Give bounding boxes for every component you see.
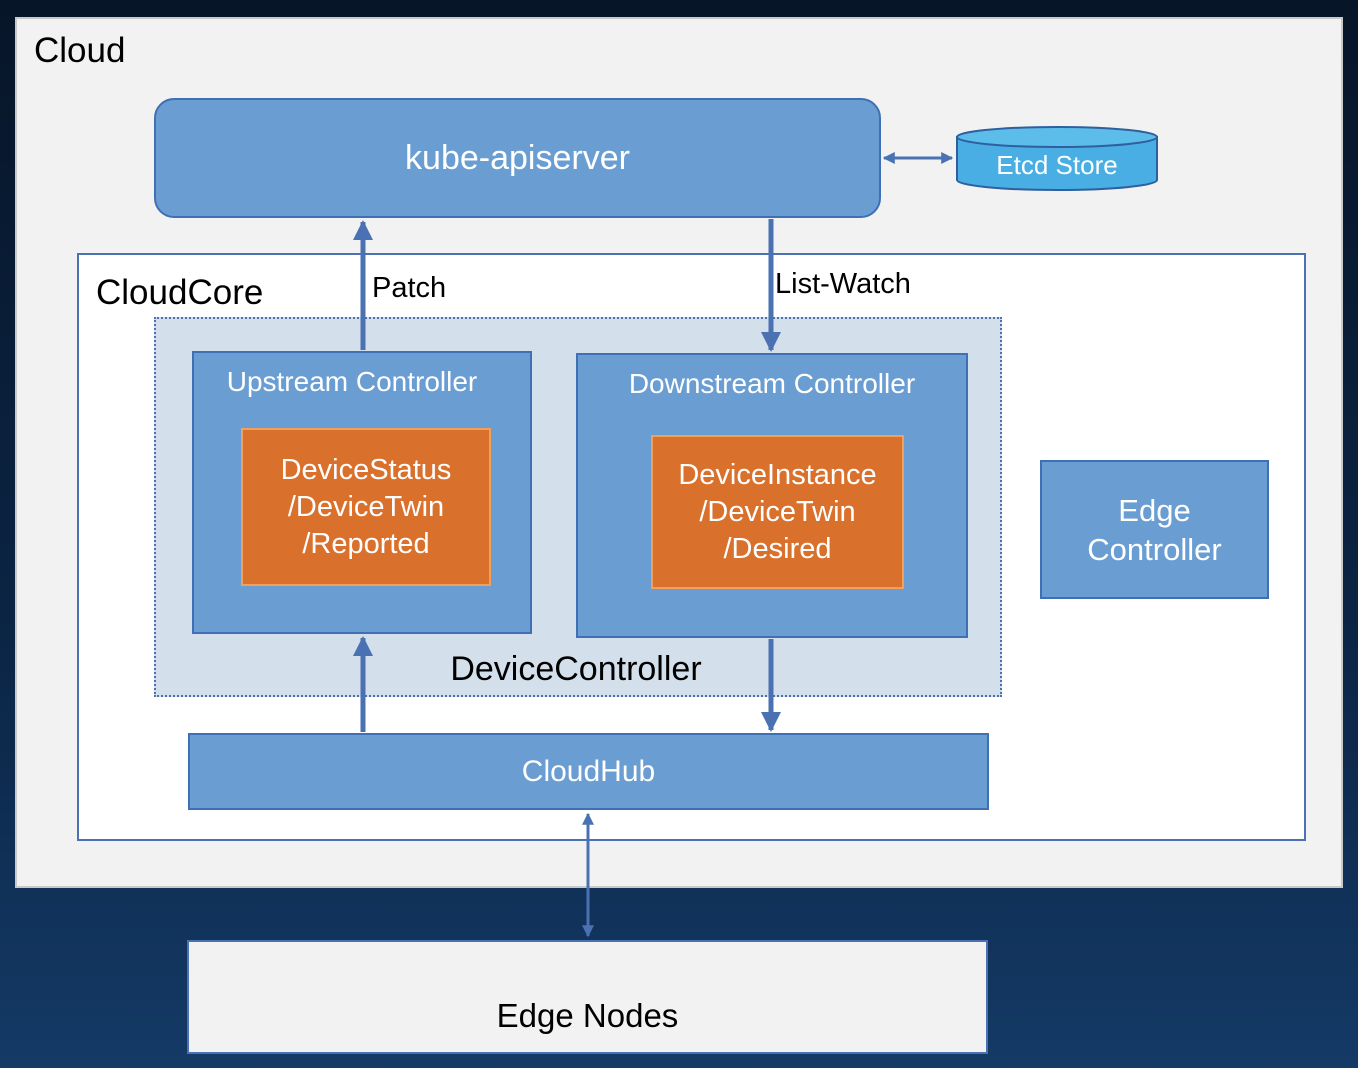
upstream-controller-title: Upstream Controller [226,366,478,397]
cloudhub-label: CloudHub [521,754,656,788]
kube-apiserver-label: kube-apiserver [405,138,630,177]
upstream-inner-line-2: /DeviceTwin [287,490,445,523]
edge-controller-line-2: Controller [1087,531,1222,567]
upstream-inner-box: DeviceStatus /DeviceTwin /Reported [241,428,491,586]
device-controller-label: DeviceController [450,650,702,688]
etcd-store-label: Etcd Store [996,150,1117,180]
upstream-inner-line-3: /Reported [302,527,430,560]
downstream-inner-line-1: DeviceInstance [678,458,877,491]
downstream-controller-title: Downstream Controller [628,368,916,399]
edge-nodes-box: Edge Nodes [187,940,988,1054]
downstream-inner-line-2: /DeviceTwin [699,495,856,528]
cloud-label: Cloud [34,31,126,70]
etcd-store-cylinder: Etcd Store [956,126,1158,191]
cloudhub-box: CloudHub [188,733,989,810]
patch-label: Patch [372,272,447,304]
kube-apiserver-box: kube-apiserver [154,98,881,218]
downstream-inner-box: DeviceInstance /DeviceTwin /Desired [651,435,904,589]
cloudcore-label: CloudCore [96,273,264,312]
downstream-inner-line-3: /Desired [723,532,832,565]
upstream-inner-line-1: DeviceStatus [280,453,452,486]
edge-controller-box: Edge Controller [1040,460,1269,599]
edge-controller-line-1: Edge [1118,492,1191,528]
list-watch-label: List-Watch [775,268,911,300]
edge-nodes-label: Edge Nodes [496,997,679,1034]
